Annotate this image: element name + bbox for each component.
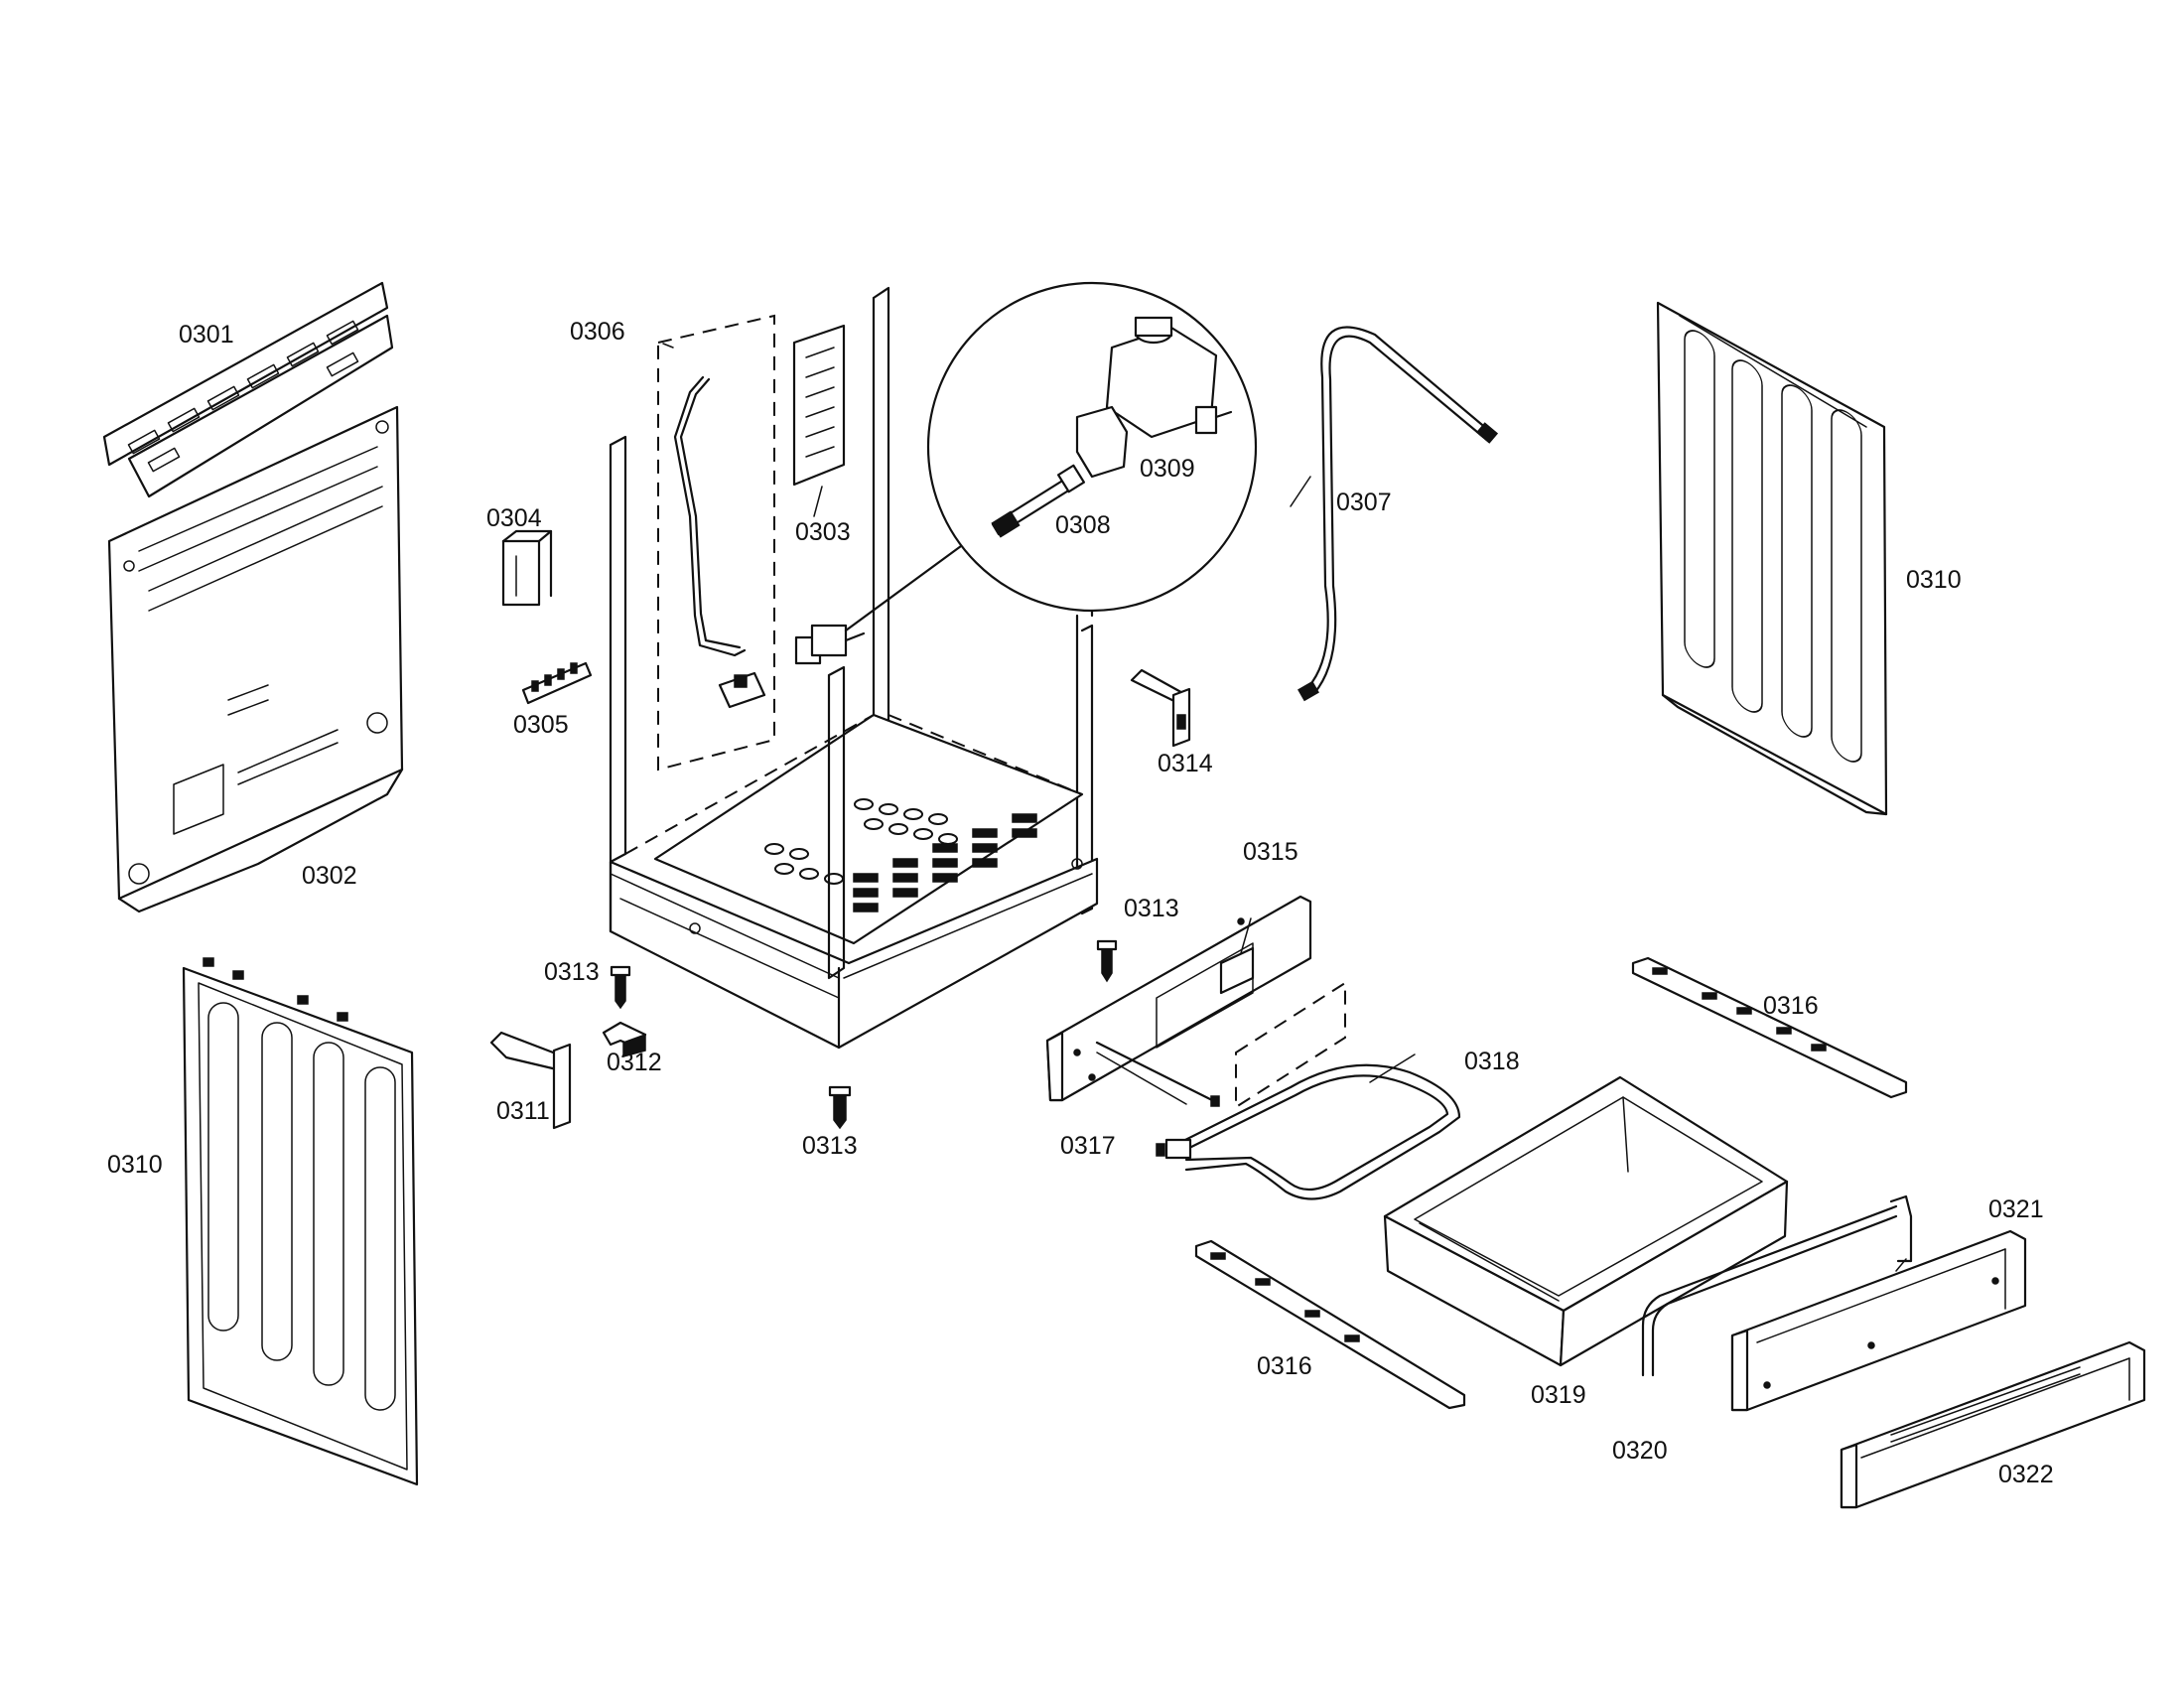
part-0303-control-board[interactable]: [792, 324, 846, 487]
label-0321: 0321: [1988, 1195, 2044, 1223]
part-0314-bracket[interactable]: [1130, 668, 1191, 748]
insulation-outline: [1235, 981, 1346, 1109]
part-0322-drawer-front[interactable]: [1840, 1340, 2146, 1509]
label-0305: 0305: [513, 711, 569, 739]
part-0310-side-panel-right[interactable]: [1656, 301, 1888, 816]
label-0318: 0318: [1464, 1048, 1520, 1075]
part-0316-slide-rail-upper[interactable]: [1631, 956, 1908, 1099]
label-0313-b: 0313: [1124, 895, 1179, 922]
part-0309-gas-valve[interactable]: [1075, 316, 1233, 479]
main-cabinet-frame: [609, 286, 1099, 1050]
part-0313-screw-b[interactable]: [1096, 939, 1118, 983]
label-0316-lower: 0316: [1257, 1352, 1312, 1380]
label-0308: 0308: [1055, 511, 1111, 539]
part-0317-sensor[interactable]: [1095, 1041, 1220, 1107]
part-0319-drawer-box[interactable]: [1383, 1075, 1789, 1367]
label-0310-left: 0310: [107, 1151, 163, 1179]
part-0302-back-panel[interactable]: [107, 405, 404, 913]
label-0313-c: 0313: [802, 1132, 858, 1160]
part-0311-bracket[interactable]: [489, 1031, 572, 1130]
part-0301-vent-trim[interactable]: [102, 281, 394, 498]
label-0310-right: 0310: [1906, 566, 1962, 594]
label-0314: 0314: [1158, 750, 1213, 777]
part-0313-screw-a[interactable]: [610, 965, 631, 1010]
part-0310-side-panel-left[interactable]: [182, 957, 419, 1486]
part-0307-gas-tube[interactable]: [1297, 326, 1499, 702]
part-labels: 0301 0302 0303 0304 0305 0306 0307 0308 …: [107, 318, 2054, 1488]
part-0320-drawer-glide[interactable]: [1641, 1194, 1913, 1377]
label-0304: 0304: [486, 504, 542, 532]
label-0309: 0309: [1140, 455, 1195, 483]
part-0316-slide-rail-lower[interactable]: [1194, 1239, 1466, 1410]
detail-magnifier: [844, 281, 1258, 632]
part-0321-drawer-panel[interactable]: [1730, 1229, 2027, 1412]
part-0304-switch-block[interactable]: [501, 529, 553, 607]
label-0306: 0306: [570, 318, 625, 346]
label-0322: 0322: [1998, 1461, 2054, 1488]
label-0302: 0302: [302, 862, 357, 890]
label-0313-a: 0313: [544, 958, 600, 986]
label-0312: 0312: [607, 1049, 662, 1076]
label-0307: 0307: [1336, 489, 1392, 516]
part-0313-screw-c[interactable]: [828, 1085, 852, 1130]
part-0308-orifice[interactable]: [991, 464, 1086, 538]
part-0312-clip[interactable]: [602, 1021, 647, 1057]
label-0315: 0315: [1243, 838, 1298, 866]
part-0315-front-bracket[interactable]: [1045, 895, 1312, 1102]
label-0320: 0320: [1612, 1437, 1668, 1465]
label-0303: 0303: [795, 518, 851, 546]
part-0306-gas-tube[interactable]: [657, 314, 775, 772]
label-0301: 0301: [179, 321, 234, 349]
label-0316-upper: 0316: [1763, 992, 1819, 1020]
label-0311: 0311: [496, 1097, 550, 1125]
part-0305-terminal-block[interactable]: [521, 661, 593, 705]
leader-lines: [662, 343, 1907, 1272]
frame-valve: [794, 624, 866, 665]
label-0319: 0319: [1531, 1381, 1586, 1409]
part-0318-bake-element[interactable]: [1156, 1063, 1461, 1200]
label-0317: 0317: [1060, 1132, 1116, 1160]
